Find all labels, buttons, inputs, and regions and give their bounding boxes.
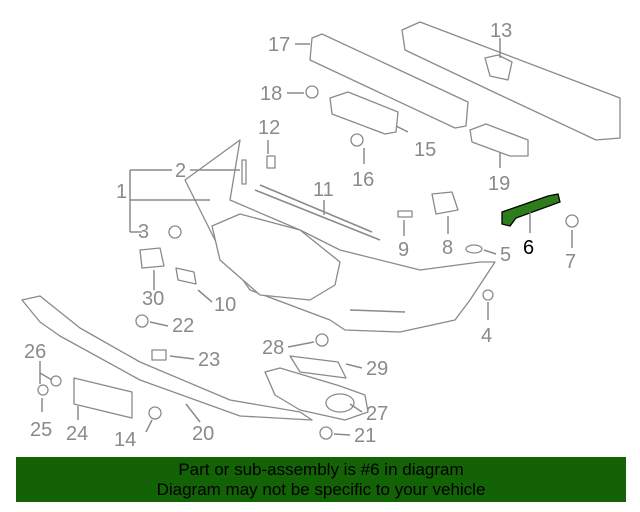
- callout-5[interactable]: 5: [500, 244, 511, 266]
- callout-14[interactable]: 14: [114, 429, 136, 451]
- callout-25[interactable]: 25: [30, 419, 52, 441]
- lower-spoiler: [21, 295, 313, 421]
- reinforcement-bar: [401, 21, 621, 141]
- callout-28[interactable]: 28: [262, 337, 284, 359]
- callout-2[interactable]: 2: [175, 160, 186, 182]
- callout-16[interactable]: 16: [352, 169, 374, 191]
- callout-27[interactable]: 27: [366, 403, 388, 425]
- small-fasteners: [37, 85, 579, 440]
- callout-15[interactable]: 15: [414, 139, 436, 161]
- callout-6[interactable]: 6: [523, 237, 534, 259]
- license-bracket: [73, 377, 133, 419]
- retainer-11: [254, 184, 381, 241]
- grille-insert-29: [289, 355, 347, 379]
- callout-13[interactable]: 13: [490, 20, 512, 42]
- part-info-banner: Part or sub-assembly is #6 in diagram Di…: [16, 457, 626, 502]
- callout-30[interactable]: 30: [142, 288, 164, 310]
- banner-line-1: Part or sub-assembly is #6 in diagram: [178, 460, 464, 479]
- air-guide: [329, 91, 399, 135]
- callout-19[interactable]: 19: [488, 173, 510, 195]
- callout-7[interactable]: 7: [565, 251, 576, 273]
- bumper-cover: [184, 139, 496, 333]
- callout-20[interactable]: 20: [192, 423, 214, 445]
- callout-24[interactable]: 24: [66, 423, 88, 445]
- callout-10[interactable]: 10: [214, 294, 236, 316]
- callout-26[interactable]: 26: [24, 341, 46, 363]
- callout-23[interactable]: 23: [198, 349, 220, 371]
- callout-18[interactable]: 18: [260, 83, 282, 105]
- callout-21[interactable]: 21: [354, 425, 376, 447]
- side-bracket-19: [469, 123, 529, 157]
- callout-12[interactable]: 12: [258, 117, 280, 139]
- banner-line-2: Diagram may not be specific to your vehi…: [156, 480, 486, 499]
- upper-grille-bracket: [309, 33, 469, 129]
- callout-17[interactable]: 17: [268, 34, 290, 56]
- callout-11[interactable]: 11: [313, 179, 334, 201]
- callout-3[interactable]: 3: [138, 221, 149, 243]
- callout-29[interactable]: 29: [366, 358, 388, 380]
- callout-1[interactable]: 1: [116, 181, 127, 203]
- callout-9[interactable]: 9: [398, 239, 409, 261]
- callout-22[interactable]: 22: [172, 315, 194, 337]
- fog-lamp-bezel: [264, 367, 369, 421]
- leader-lines: [39, 38, 573, 436]
- callout-8[interactable]: 8: [442, 237, 453, 259]
- highlighted-part-6: [501, 193, 561, 227]
- callout-4[interactable]: 4: [481, 325, 492, 347]
